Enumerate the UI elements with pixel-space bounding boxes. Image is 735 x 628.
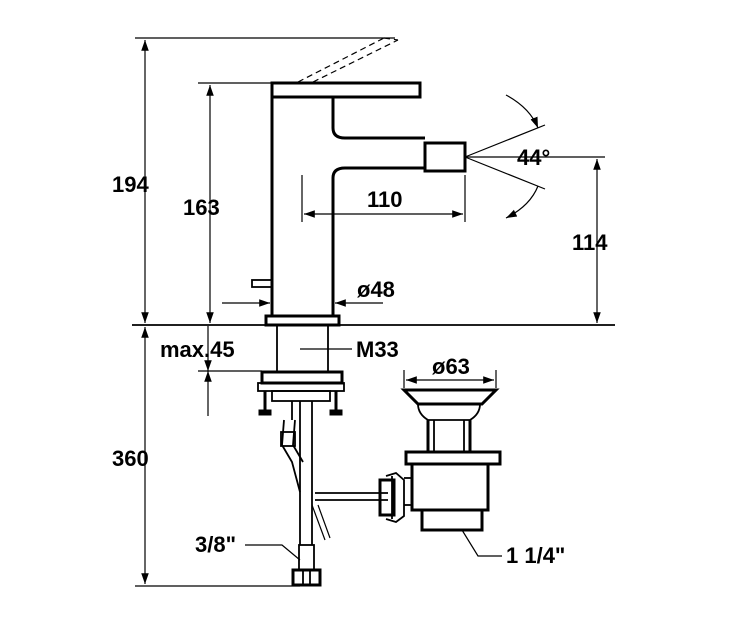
dimension-spout-reach: 110: [301, 175, 466, 222]
supply-hoses: [280, 401, 331, 587]
dimension-below-height: 360: [112, 327, 300, 587]
label-supply-connection: 3/8": [195, 532, 236, 557]
waste-drain: [400, 388, 502, 532]
dimension-supply-connection: 3/8": [195, 532, 301, 561]
label-waste-connection: 1 1/4": [506, 543, 565, 568]
label-waste-diameter: ø63: [432, 354, 470, 379]
label-max-thickness: max.45: [160, 337, 235, 362]
label-jet-height: 114: [572, 230, 608, 255]
label-thread: M33: [356, 337, 399, 362]
dimension-max-thickness: max.45: [160, 326, 262, 416]
popup-rod: [315, 471, 405, 523]
dimension-thread: M33: [300, 337, 399, 362]
label-jet-angle: 44°: [517, 145, 550, 170]
dimension-waste-connection: 1 1/4": [461, 529, 565, 568]
dimension-spout-height: 163: [183, 82, 272, 323]
label-spout-height: 163: [183, 195, 220, 220]
faucet-body: [251, 81, 467, 327]
label-overall-height: 194: [112, 172, 149, 197]
label-below-height: 360: [112, 446, 149, 471]
lever-raised-outline: [297, 37, 399, 83]
dimension-overall-height: 194: [112, 37, 395, 323]
dimension-body-diameter: ø48: [222, 277, 395, 307]
dimension-jet-angle: 44°: [464, 94, 605, 219]
label-spout-reach: 110: [367, 187, 403, 212]
mounting-assembly: [257, 325, 345, 416]
dimension-jet-height: 114: [572, 159, 608, 323]
dimension-waste-diameter: ø63: [403, 354, 497, 388]
label-body-diameter: ø48: [357, 277, 395, 302]
